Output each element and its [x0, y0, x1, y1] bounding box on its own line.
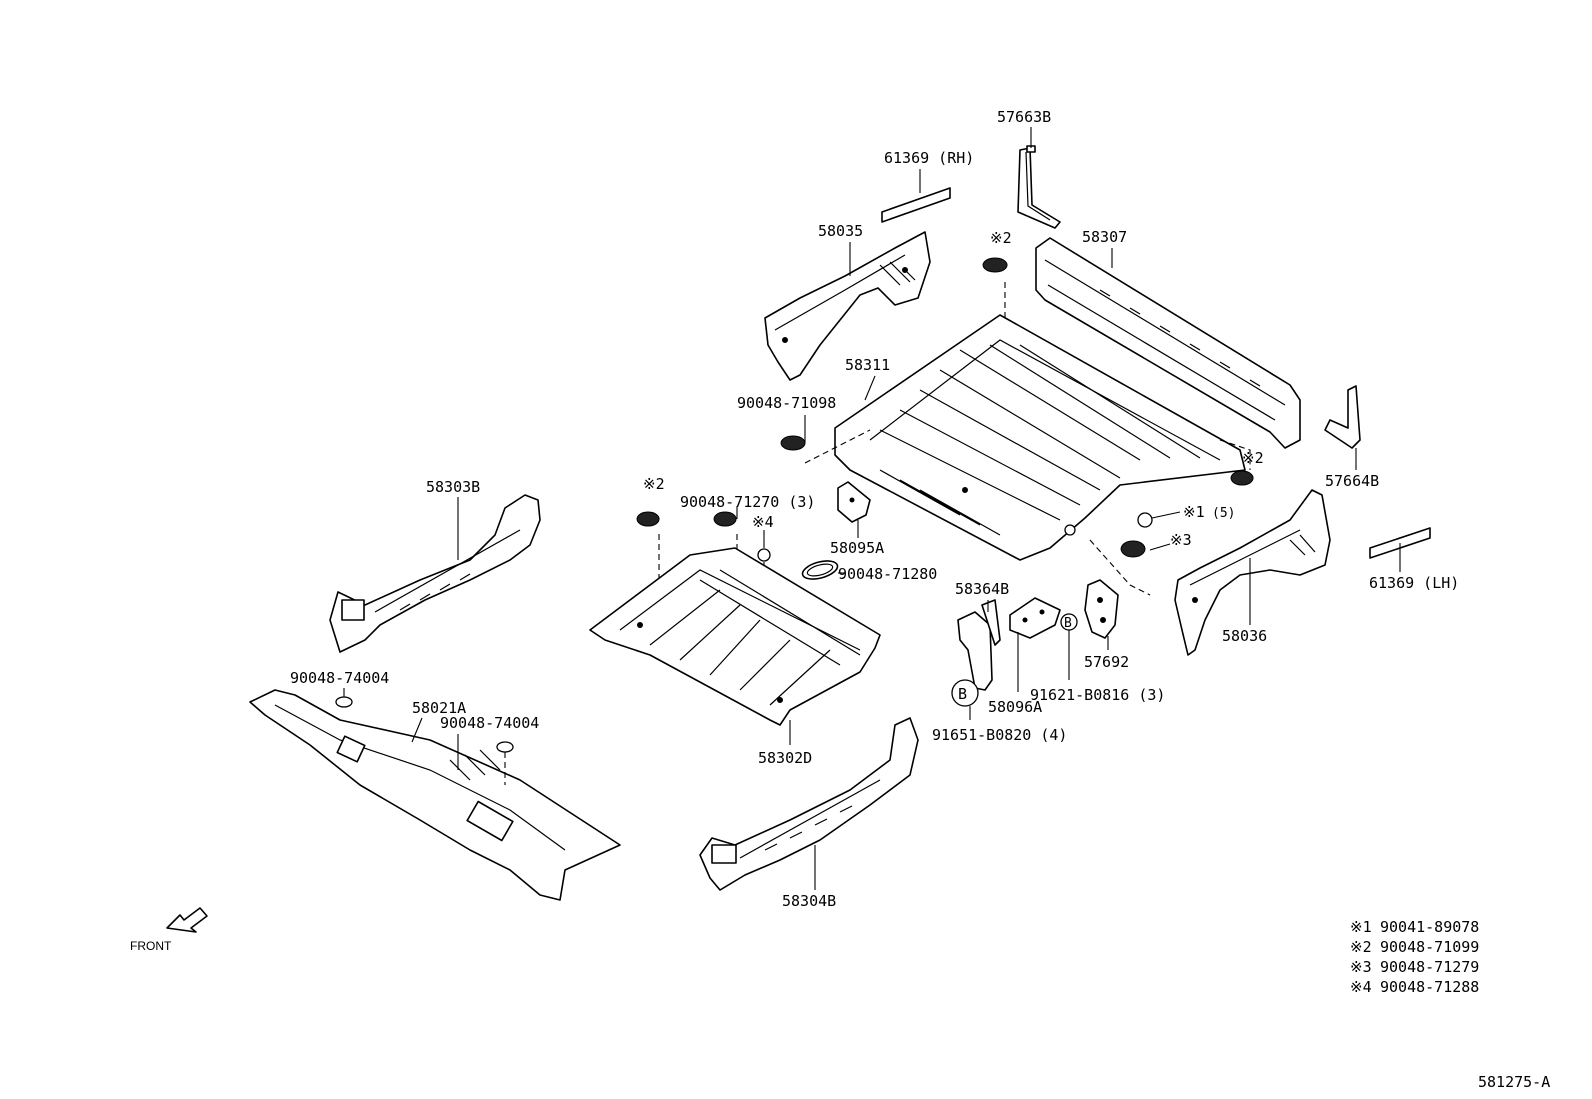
- front-arrow-icon: [166, 907, 208, 933]
- legend-part-2: 90048-71099: [1380, 938, 1479, 956]
- label-b-large: B: [958, 685, 967, 703]
- legend-mark-1: ※1: [1350, 918, 1372, 936]
- part-58036: [1174, 489, 1331, 656]
- label-star2-top: ※2: [990, 229, 1012, 247]
- label-58021A: 58021A: [412, 699, 466, 717]
- plug-90048-74004-a: [335, 696, 353, 708]
- part-58096A: [1009, 597, 1061, 639]
- label-star4: ※4: [752, 513, 774, 531]
- label-58304B: 58304B: [782, 892, 836, 910]
- label-58302D: 58302D: [758, 749, 812, 767]
- label-front: FRONT: [130, 939, 172, 953]
- plug-star2-top: [982, 257, 1008, 273]
- plug-star1: [1137, 512, 1153, 528]
- legend-part-4: 90048-71288: [1380, 978, 1479, 996]
- label-58095A: 58095A: [830, 539, 884, 557]
- label-90048-71280: 90048-71280: [838, 565, 937, 583]
- legend-mark-2: ※2: [1350, 938, 1372, 956]
- label-star2-mid: ※2: [643, 475, 665, 493]
- plug-star3: [1120, 540, 1146, 558]
- label-star1: ※1: [1183, 503, 1205, 521]
- part-58307: [1035, 237, 1301, 449]
- part-57664B: [1324, 385, 1361, 449]
- part-58364B: [957, 599, 1001, 691]
- label-58035: 58035: [818, 222, 863, 240]
- part-58303B: [329, 494, 541, 653]
- label-b-small: B: [1064, 616, 1072, 631]
- label-90048-74004-a: 90048-74004: [290, 669, 389, 687]
- label-91651-B0820: 91651-B0820 (4): [932, 726, 1067, 744]
- part-58304B: [699, 717, 919, 891]
- part-57663B: [1017, 145, 1061, 229]
- ref-b-large: [951, 679, 979, 707]
- plug-90048-71280: [801, 560, 839, 580]
- label-58036: 58036: [1222, 627, 1267, 645]
- label-57663B: 57663B: [997, 108, 1051, 126]
- legend-mark-4: ※4: [1350, 978, 1372, 996]
- label-91621-B0816: 91621-B0816 (3): [1030, 686, 1165, 704]
- part-58095A: [837, 481, 871, 523]
- label-58303B: 58303B: [426, 478, 480, 496]
- part-58035: [764, 231, 931, 381]
- part-58021A: [249, 689, 621, 901]
- label-star1-qty: (5): [1212, 506, 1235, 521]
- label-90048-71270: 90048-71270 (3): [680, 493, 815, 511]
- plug-90048-71270: [713, 511, 737, 527]
- part-61369-rh: [881, 187, 951, 223]
- label-57692: 57692: [1084, 653, 1129, 671]
- label-58311: 58311: [845, 356, 890, 374]
- plug-star4: [757, 548, 771, 562]
- label-58364B: 58364B: [955, 580, 1009, 598]
- plug-star2-mid: [636, 511, 660, 527]
- label-57664B: 57664B: [1325, 472, 1379, 490]
- label-star2-right: ※2: [1242, 449, 1264, 467]
- label-58307: 58307: [1082, 228, 1127, 246]
- label-star3: ※3: [1170, 531, 1192, 549]
- legend-part-1: 90041-89078: [1380, 918, 1479, 936]
- part-58302D: [589, 547, 881, 726]
- plug-star2-right: [1230, 470, 1254, 486]
- label-90048-74004-b: 90048-74004: [440, 714, 539, 732]
- legend-mark-3: ※3: [1350, 958, 1372, 976]
- label-90048-71098: 90048-71098: [737, 394, 836, 412]
- label-61369-lh: 61369 (LH): [1369, 574, 1459, 592]
- plug-90048-74004-b: [496, 741, 514, 753]
- label-61369-rh: 61369 (RH): [884, 149, 974, 167]
- legend-part-3: 90048-71279: [1380, 958, 1479, 976]
- diagram-id: 581275-A: [1478, 1073, 1550, 1091]
- legend: ※1 90041-89078 ※2 90048-71099 ※3 90048-7…: [1350, 918, 1479, 996]
- part-57692: [1084, 579, 1119, 639]
- part-58311: [834, 314, 1246, 561]
- label-58096A: 58096A: [988, 698, 1042, 716]
- plug-90048-71098: [780, 435, 806, 451]
